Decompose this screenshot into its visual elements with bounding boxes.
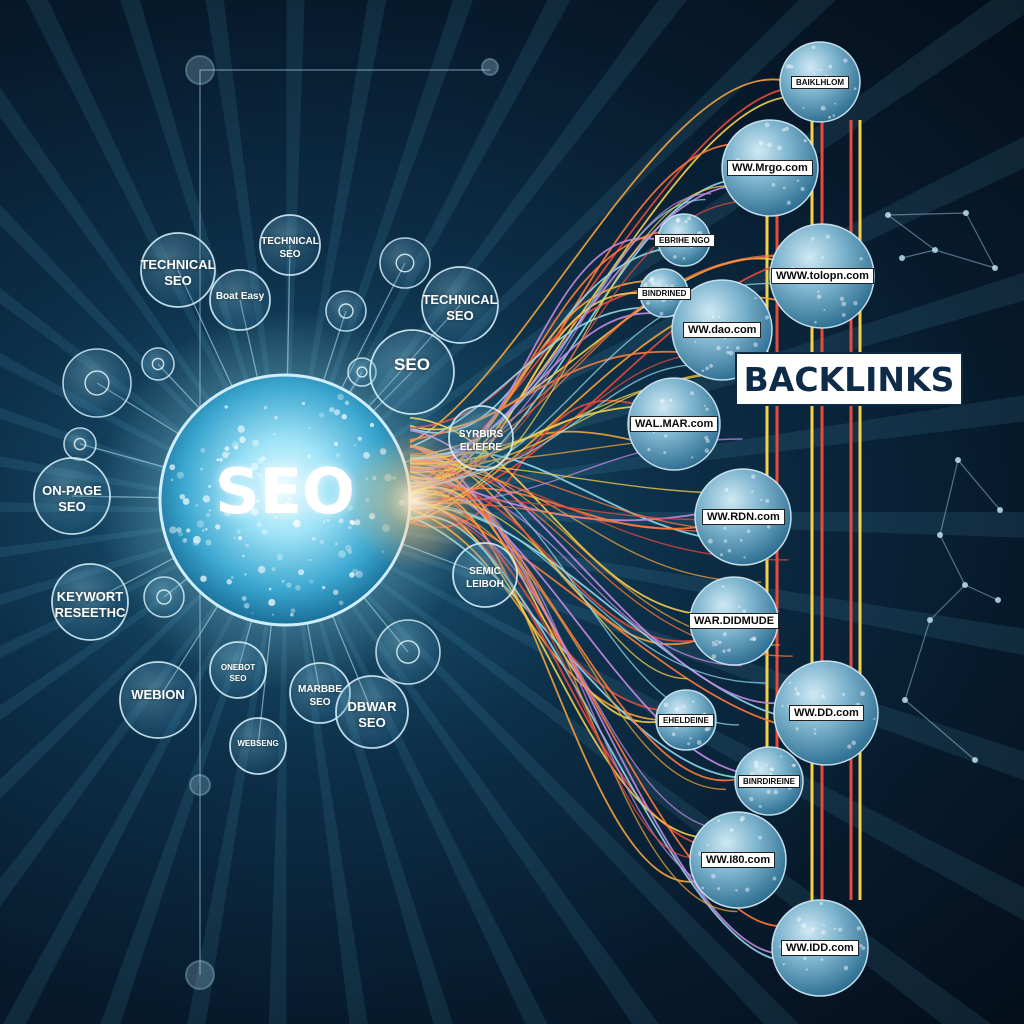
icon-bubble (375, 619, 441, 685)
backlink-site-label: WW.dao.com (683, 322, 762, 338)
topic-small-2-bubble (452, 542, 518, 608)
topic-onebot-seo-bubble (209, 641, 267, 699)
topic-boat-easy-bubble (209, 269, 271, 331)
icon-bubble (143, 576, 185, 618)
gear-icon (395, 253, 415, 273)
backlinks-title: BACKLINKS (735, 352, 963, 406)
icon-bubble (62, 348, 132, 418)
topic-small-1: SYRBIRS ELIEFRE (458, 429, 504, 453)
gear-icon (356, 366, 368, 378)
icon-bubble (325, 290, 367, 332)
topic-technical-seo-2-bubble (259, 214, 321, 276)
topic-webseng: WEBSENG (237, 739, 279, 748)
backlink-site-label: WW.RDN.com (702, 509, 785, 525)
topic-small-2: SEMIC LEIBOH (466, 566, 504, 590)
topic-technical-seo-2: TECHNICAL SEO (261, 236, 319, 260)
topic-dbwar-seo: DBWAR SEO (347, 699, 397, 730)
light-flare (345, 430, 485, 570)
gear-icon (338, 303, 354, 319)
topic-technical-seo-1: TECHNICAL SEO (140, 257, 216, 288)
topic-technical-seo-3: TECHNICAL SEO (422, 292, 498, 323)
topic-on-page-seo-bubble (33, 457, 111, 535)
backlink-site-label: WW.IDD.com (781, 940, 859, 956)
topic-marbbe-seo: MARBBE SEO (298, 684, 342, 708)
backlink-site-label: WW.Mrgo.com (727, 160, 813, 176)
topic-seo: SEO (394, 355, 430, 374)
backlink-site-label: EBRIHE NGO (654, 234, 715, 247)
icon-bubble (63, 427, 97, 461)
topic-boat-easy: Boat Easy (215, 291, 265, 302)
backlink-site-label: WAL.MAR.com (630, 416, 719, 432)
gear-icon (156, 589, 172, 605)
backlink-site-label: WW.DD.com (789, 705, 864, 721)
hub-texture (169, 393, 405, 617)
topic-on-page-seo: ON-PAGE SEO (42, 483, 102, 514)
topic-keyword-research-bubble (51, 563, 129, 641)
topic-seo-bubble (369, 329, 455, 415)
gear-icon (73, 437, 87, 451)
backlink-site-label: EHELDEINE (658, 714, 714, 727)
topic-technical-seo-1-bubble (140, 232, 216, 308)
constellation-lines (885, 210, 1003, 763)
topic-webseng-bubble (229, 717, 287, 775)
gear-icon (151, 357, 165, 371)
backlink-site-label: BAIKLHLOM (791, 76, 849, 89)
hub-label: SEO (215, 455, 355, 528)
backlink-site-label: BINRDIREINE (738, 775, 801, 788)
gear-icon (396, 640, 420, 664)
topic-onebot-seo: ONEBOT SEO (220, 663, 256, 683)
topic-webion: WEBION (131, 687, 185, 702)
backlink-site-label: WW.I80.com (701, 852, 776, 868)
gear-icon (84, 370, 110, 396)
topic-webion-bubble (119, 661, 197, 739)
topic-small-1-bubble (448, 405, 514, 471)
backlink-site-label: WAR.DIDMUDE (689, 613, 780, 629)
topic-bubbles (33, 214, 518, 775)
topic-dbwar-seo-bubble (335, 675, 409, 749)
topic-technical-seo-3-bubble (421, 266, 499, 344)
icon-bubble (141, 347, 175, 381)
topic-keyword-research: KEYWORT RESEETHC (54, 589, 126, 620)
backlink-site-label: WWW.tolopn.com (771, 268, 874, 284)
icon-bubble (379, 237, 431, 289)
backlink-site-label: BINDRINED (637, 287, 692, 300)
